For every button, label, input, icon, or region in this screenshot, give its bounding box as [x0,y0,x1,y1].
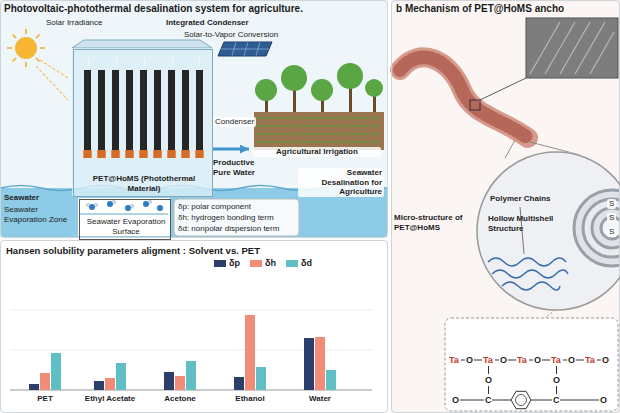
inset-label: Seawater Evaporation Surface [82,217,170,236]
atom-label: C [485,395,492,405]
annotation: Seawater Evaporation Zone [4,205,74,224]
atom-label: O [534,355,541,365]
atom-label: O [466,355,473,365]
legend-text: δd [301,258,312,268]
chart-panel: Hansen solubility parameters aligment : … [0,240,388,413]
legend-swatch [250,260,262,267]
shell-label: S [607,213,616,223]
atom-label: O [568,355,575,365]
legend-item: δp [214,258,240,268]
axis-label: Water [309,394,331,404]
atom-label: O [485,375,492,385]
chart-legend: δp δh δd [214,258,322,268]
chart-title: Hansen solubility parameters aligment : … [6,245,260,256]
legend-text: δh [265,258,276,268]
shell-label: S [607,227,616,237]
annotation: Seawater Desalination for Agriculture [298,168,384,197]
annotation: Solar-to-Vapor Conversion [184,30,278,40]
callout: Polymer Chains [490,194,550,204]
annotation: Solar Irradiance [46,18,102,28]
panel-title: Photovoltaic-photothermal desalination s… [4,3,303,15]
atom-label: Ta [551,355,561,365]
axis-label: Ethanol [235,394,264,404]
water-pipe-arrow [213,148,249,151]
annotation: Seawater [4,193,39,203]
axis-label: Ethyl Acetate [85,394,135,404]
axis-label: Acetone [164,394,196,404]
atom-label: Ta [483,355,493,365]
farm-field: Agricultural Irrigation [249,59,385,165]
atom-label: O [500,355,507,365]
legend-swatch [214,260,226,267]
component-label: PET@HoMS (Photothermal Material) [82,174,206,193]
atom-label: O [553,375,560,385]
annotation: Productive Pure Water [213,158,259,177]
legend-item: δh [250,258,276,268]
circle-heading: Micro-structure of PET@HoMS [394,213,470,232]
atom-label: Ta [585,355,595,365]
legend-note: δh: hydrogen bonding term [178,213,274,223]
shell-label: S [607,199,616,209]
evaporator-tank: PET@HoMS (Photothermal Material) [73,49,213,197]
callout: Hollow Multishell Structure [488,214,554,233]
circle-outline [477,152,620,310]
atom-label: O [602,355,609,365]
legend-note: δp: polar component [178,202,251,212]
atom-label: Ta [449,355,459,365]
legend-note: δd: nonpolar dispersion term [178,224,279,234]
annotation: Integrated Condenser [166,18,249,28]
annotation: Condenser [213,117,256,127]
atom-label: O [600,395,607,405]
inset-box: Seawater Evaporation Surface [79,199,171,240]
axis-label: PET [37,394,53,404]
atom-label: O [452,395,459,405]
atom-label: C [553,395,560,405]
legend-text: δp [229,258,240,268]
panel: b Mechanism of PET@HoMS anchoMicro-struc… [391,0,620,413]
atom-label: Ta [517,355,527,365]
legend-item: δd [286,258,312,268]
field-label: Agricultural Irrigation [253,147,381,157]
panel-title: b Mechanism of PET@HoMS ancho [396,3,564,15]
legend-swatch [286,260,298,267]
